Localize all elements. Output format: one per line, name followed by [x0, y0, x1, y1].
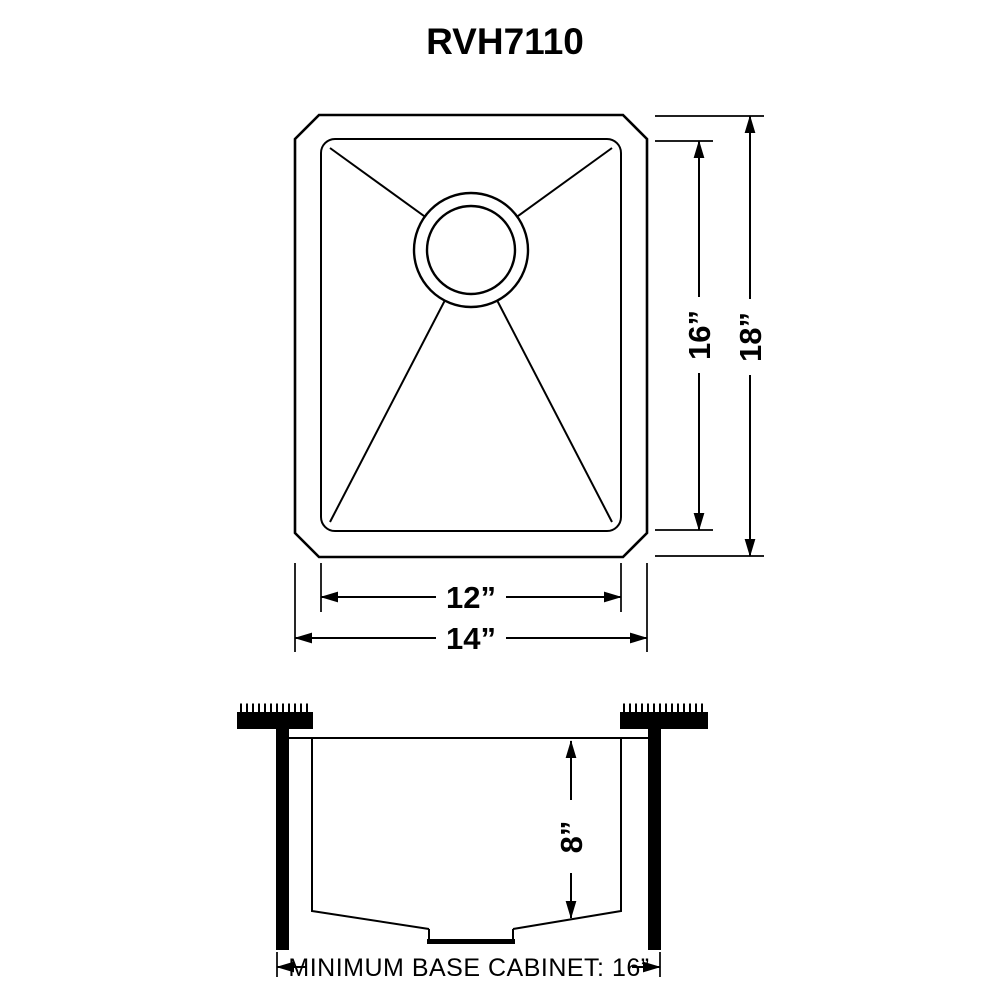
sink-outer-edge	[293, 113, 649, 559]
outer-height-label: 18”	[733, 312, 768, 362]
inner-width-label: 12”	[446, 580, 496, 615]
min-base-cabinet-label: MINIMUM BASE CABINET: 16”	[288, 954, 649, 982]
sink-bowl-rim	[320, 138, 622, 532]
dim-base-cabinet: MINIMUM BASE CABINET: 16”	[276, 952, 661, 982]
dim-outer-width: 14”	[294, 563, 648, 656]
depth-label: 8”	[554, 821, 589, 854]
drain-inner-circle	[425, 204, 517, 296]
sink-wall-left	[276, 729, 289, 950]
top-view	[293, 113, 649, 559]
bowl-profile-left	[311, 738, 430, 930]
dim-depth: 8”	[554, 740, 589, 919]
sink-wall-right	[648, 729, 661, 950]
countertop-right	[620, 712, 708, 729]
dim-outer-height: 18”	[655, 115, 768, 557]
page-title: RVH7110	[426, 21, 584, 62]
dim-inner-width: 12”	[320, 563, 622, 615]
drain-base	[427, 939, 515, 944]
bowl-profile-right	[512, 738, 622, 930]
drain-outer-circle	[412, 191, 530, 309]
dim-inner-height: 16”	[655, 140, 717, 531]
side-view	[237, 703, 708, 950]
inner-height-label: 16”	[682, 310, 717, 360]
outer-width-label: 14”	[446, 621, 496, 656]
countertop-left	[237, 712, 313, 729]
